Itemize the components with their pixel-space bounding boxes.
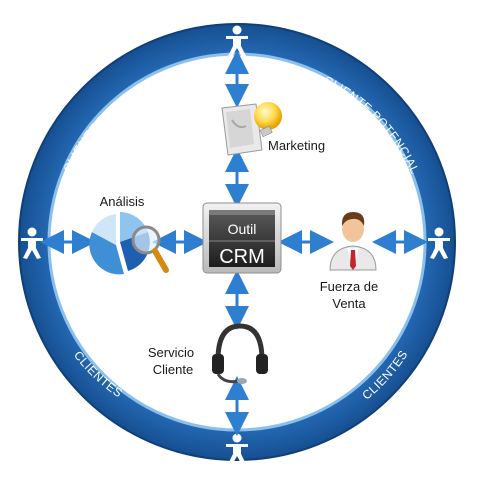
pie-chart-magnifier-icon <box>89 212 169 275</box>
lightbulb-document-icon <box>221 102 282 156</box>
headset-icon <box>212 323 268 384</box>
person-icon-left <box>21 227 43 259</box>
label-fuerza-line1: Fuerza de <box>320 279 379 294</box>
businessman-icon <box>329 212 377 271</box>
person-icon-right <box>428 227 450 259</box>
crm-box <box>202 202 282 274</box>
crm-line2: CRM <box>219 246 265 268</box>
label-fuerza-line2: Venta <box>332 296 366 311</box>
label-analisis: Análisis <box>100 194 145 209</box>
label-servicio-line2: Cliente <box>153 362 193 377</box>
label-marketing: Marketing <box>268 138 325 153</box>
label-servicio-line1: Servicio <box>148 345 194 360</box>
crm-line1: Outil <box>228 221 257 237</box>
